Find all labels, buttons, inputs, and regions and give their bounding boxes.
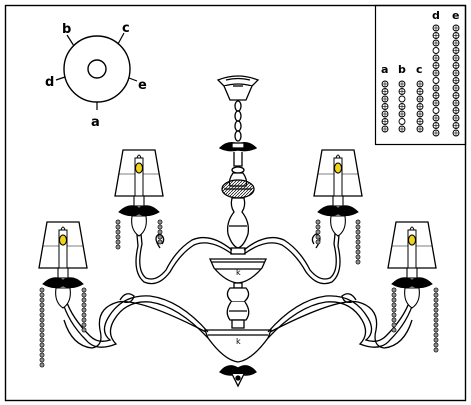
key-center-hole [87,59,107,79]
crystal-strand-upper-right-a [315,219,321,245]
legend-label-b: b [398,63,406,76]
crystal-strand-outer-right-a [391,287,397,333]
legend-strand-e [452,24,460,137]
crystal-strand-outer-right-b [433,287,439,353]
lamp-outer-left [38,221,88,309]
top-crown [218,142,258,152]
legend-strand-c [416,80,424,133]
chandelier: k k [38,75,439,388]
crystal-strand-upper-left-a [115,219,121,250]
legend-label-d: d [432,9,440,22]
hanging-chain [234,100,242,142]
crystal-strand-outer-left-a [39,287,45,368]
legend-label-a: a [381,63,388,76]
lamp-bulb [334,162,342,174]
outer-left-arm [63,300,207,349]
upper-left-arm [135,223,233,285]
legend-strand-a [381,80,389,133]
legend-strand-d [432,24,440,137]
key-label-a: a [91,115,100,130]
lamp-upper-left [114,149,164,237]
lamp-bulb [135,162,143,174]
crystal-strand-upper-left-b [157,219,163,245]
outer-right-arm [269,300,413,349]
key-label-b: b [62,22,71,37]
ceiling-canopy [216,75,260,101]
crystal-strand-outer-left-b [81,287,87,333]
drawing-frame [4,4,467,402]
upper-stem [221,152,255,255]
legend-label-c: c [416,63,423,76]
crystal-strand-upper-right-b [355,219,361,265]
middle-stem [226,282,250,329]
lamp-bulb [59,234,67,246]
key-label-e: e [138,78,147,93]
upper-right-arm [243,223,341,285]
strand-legend: a b c d e [374,4,467,146]
lower-bowl: k [204,329,272,363]
svg-text:k: k [236,268,241,277]
strand-legend-box [374,4,467,146]
key-label-c: c [122,21,130,36]
legend-label-e: e [452,9,459,22]
lamp-bulb [408,234,416,246]
key-label-d: d [45,75,54,90]
lamp-upper-right [313,149,363,237]
lamp-outer-right [387,221,437,309]
upper-bowl: k [208,258,268,284]
position-key-diagram: b c d e a [45,21,147,130]
legend-strand-b [398,80,406,133]
svg-text:k: k [236,337,241,346]
bottom-finial [219,365,257,388]
